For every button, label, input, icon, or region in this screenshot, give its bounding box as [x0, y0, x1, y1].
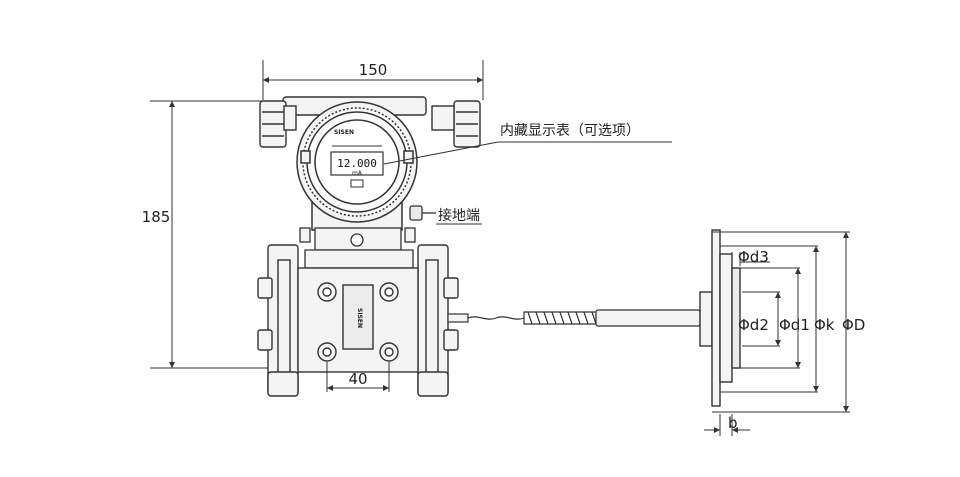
display-callout: 内藏显示表（可选项） [500, 123, 640, 139]
body-brand-logo: SISEN [356, 308, 363, 328]
neck [299, 227, 416, 269]
lcd-display [330, 145, 384, 188]
height-label: 185 [142, 208, 171, 226]
d3-label: Φd3 [738, 248, 769, 266]
spacing-label: 40 [348, 370, 367, 388]
dimension-width [262, 60, 484, 100]
dimension-spacing [326, 362, 390, 392]
brand-logo: SISEN [334, 129, 354, 136]
lcd-value: 12.000 [337, 157, 377, 170]
callout-lines [383, 141, 672, 225]
D-label: ΦD [842, 316, 865, 334]
k-label: Φk [814, 316, 835, 334]
b-label: b [728, 414, 738, 432]
lcd-unit: mA [352, 170, 363, 177]
capillary [447, 309, 701, 327]
remote-seal [699, 229, 741, 407]
seal-dimension-lines [704, 231, 850, 436]
d2-label: Φd2 [738, 316, 769, 334]
ground-terminal [409, 205, 436, 221]
d1-label: Φd1 [779, 316, 810, 334]
sensor-body [257, 244, 459, 397]
ground-callout: 接地端 [438, 207, 480, 224]
width-label: 150 [359, 61, 388, 79]
